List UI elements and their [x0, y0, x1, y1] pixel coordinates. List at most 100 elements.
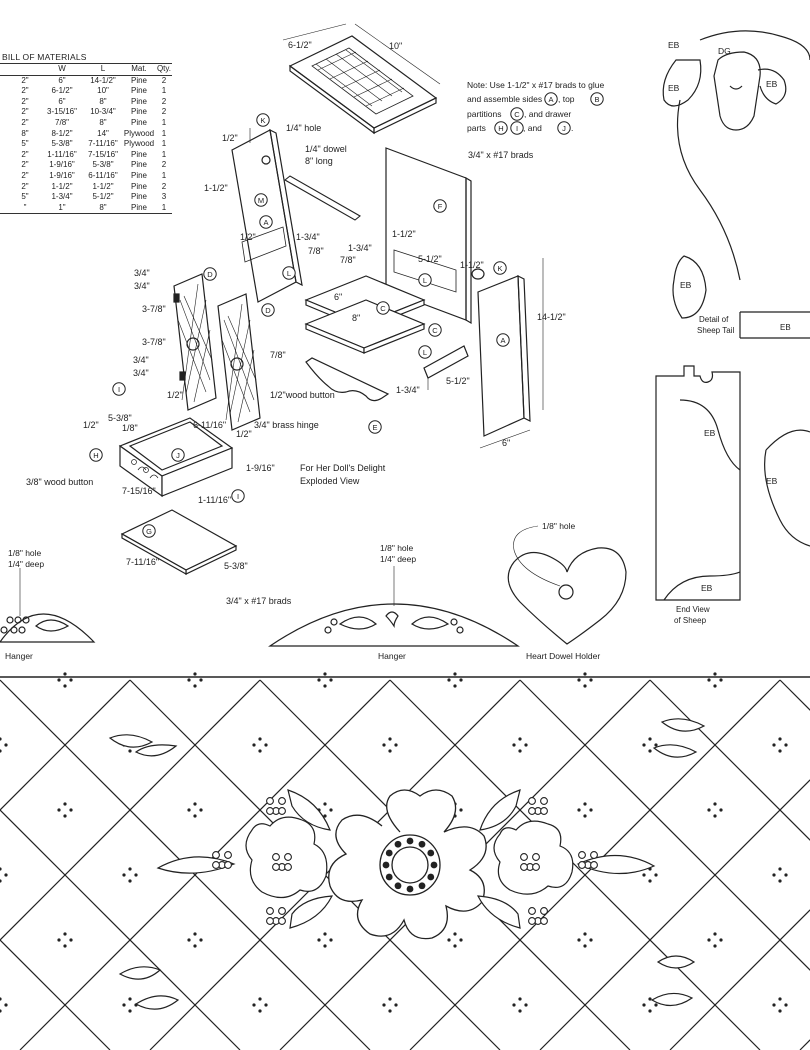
note-line-3b: , and drawer: [524, 109, 571, 119]
berry-dot: [278, 907, 286, 915]
berry-dot: [266, 907, 274, 915]
flower-dot: [394, 882, 402, 890]
heart-label: Heart Dowel Holder: [526, 651, 600, 661]
bom-cell: 8": [99, 117, 107, 127]
lattice-dot: [187, 808, 191, 812]
bom-cell: 1: [161, 117, 167, 127]
lattice-dot: [187, 938, 191, 942]
lattice-dot: [713, 684, 717, 688]
part-label-e: E: [372, 423, 377, 432]
lattice-dot: [258, 1009, 262, 1013]
bom-cell: 1": [58, 202, 66, 212]
sheep-detail-line-1: Detail of: [699, 315, 729, 324]
lattice-dot: [323, 672, 327, 676]
part-label-i-top: I: [118, 385, 120, 394]
dim-three-seven-eighths-b: 3-7/8": [142, 337, 166, 347]
berry-dot: [528, 917, 536, 925]
bom-cell: 2: [161, 96, 167, 106]
berry-dot: [272, 863, 280, 871]
dim-dowel-b: 8" long: [305, 156, 333, 166]
bom-cell: 14-1/2": [90, 75, 116, 85]
flower-dot: [427, 873, 435, 881]
lattice-dot: [654, 1003, 658, 1007]
dim-three-quarter-c: 3/4": [133, 355, 149, 365]
part-label-c-2: C: [432, 326, 438, 335]
lattice-dot: [193, 932, 197, 936]
lattice-dot: [583, 802, 587, 806]
lattice-dot: [719, 678, 723, 682]
part-label-k-right: K: [497, 264, 502, 273]
lattice-dot: [193, 684, 197, 688]
hanger-center-hole-2: 1/4" deep: [380, 554, 416, 564]
sheep-end-view: [655, 365, 810, 601]
lattice-dot: [382, 1003, 386, 1007]
bom-cell: 2: [161, 75, 167, 85]
flower-dot: [430, 861, 438, 869]
lattice-dot: [63, 932, 67, 936]
dim-top-width: 6-1/2": [288, 40, 312, 50]
bom-spacer: [0, 97, 10, 108]
lattice-line: [799, 1039, 810, 1050]
bom-cell: 3: [161, 192, 167, 202]
sheep-eb-3: EB: [766, 79, 778, 89]
center-flower: [328, 789, 487, 940]
lattice-dot: [648, 737, 652, 741]
part-label-i-bottom: I: [237, 492, 239, 501]
bom-spacer: [0, 182, 10, 193]
assembly-note: Note: Use 1-1/2" x #17 brads to glue and…: [467, 80, 604, 135]
bom-spacer: [0, 76, 10, 87]
lattice-dot: [317, 678, 321, 682]
flower-dot: [418, 882, 426, 890]
bom-cell: 1: [161, 86, 167, 96]
berry-dot: [578, 851, 586, 859]
dim-fourteen-half: 14-1/2": [537, 312, 566, 322]
bom-cell: 6-1/2": [51, 86, 73, 96]
part-label-l-strip: L: [423, 348, 427, 357]
bom-cell: 1-1/2": [92, 181, 114, 191]
bom-header-cell: W: [58, 64, 66, 73]
lattice-line: [0, 939, 111, 1050]
bom-spacer: [0, 129, 10, 140]
bom-cell: 2": [21, 160, 29, 170]
lattice-line: [779, 679, 810, 711]
bom-cell: 8": [21, 128, 29, 138]
bom-cell: 6-11/16": [88, 170, 118, 180]
flower-dot: [406, 837, 414, 845]
bom-cell: 7/8": [55, 117, 69, 127]
bom-cell: Pine: [130, 192, 147, 202]
bom-cell: 2": [21, 117, 29, 127]
bom-title: BILL OF MATERIALS: [0, 52, 172, 64]
sheep-eb-end-3: EB: [701, 583, 713, 593]
berry-dot: [224, 861, 232, 869]
lattice-dot: [0, 997, 2, 1001]
lattice-dot: [193, 944, 197, 948]
dim-one-three-quarter-b: 1-3/4": [348, 243, 372, 253]
lattice-dot: [772, 743, 776, 747]
part-label-l-left: L: [287, 269, 291, 278]
sheep-eb-2: EB: [668, 83, 680, 93]
lattice-dot: [4, 873, 8, 877]
lattice-dot: [772, 1003, 776, 1007]
shelf-rail-e: [305, 357, 390, 402]
bom-cell: Pine: [130, 86, 147, 96]
lattice-dot: [329, 808, 333, 812]
center-flower-dots: [382, 837, 438, 893]
bom-header-cell: Qty.: [156, 64, 172, 73]
bom-spacer: [0, 107, 10, 118]
lattice-line: [389, 679, 761, 1050]
berry-dot: [284, 863, 292, 871]
lattice-dot: [63, 802, 67, 806]
bom-cell: 1: [161, 202, 167, 212]
part-label-a-note: A: [548, 95, 553, 104]
dim-one-eleven-sixteenths: 1-11/16": [198, 495, 231, 505]
bom-cell: 7-11/16": [88, 139, 118, 149]
note-line-3a: partitions: [467, 109, 502, 119]
bom-spacer: [0, 118, 10, 129]
bom-cell: 8-1/2": [51, 128, 73, 138]
